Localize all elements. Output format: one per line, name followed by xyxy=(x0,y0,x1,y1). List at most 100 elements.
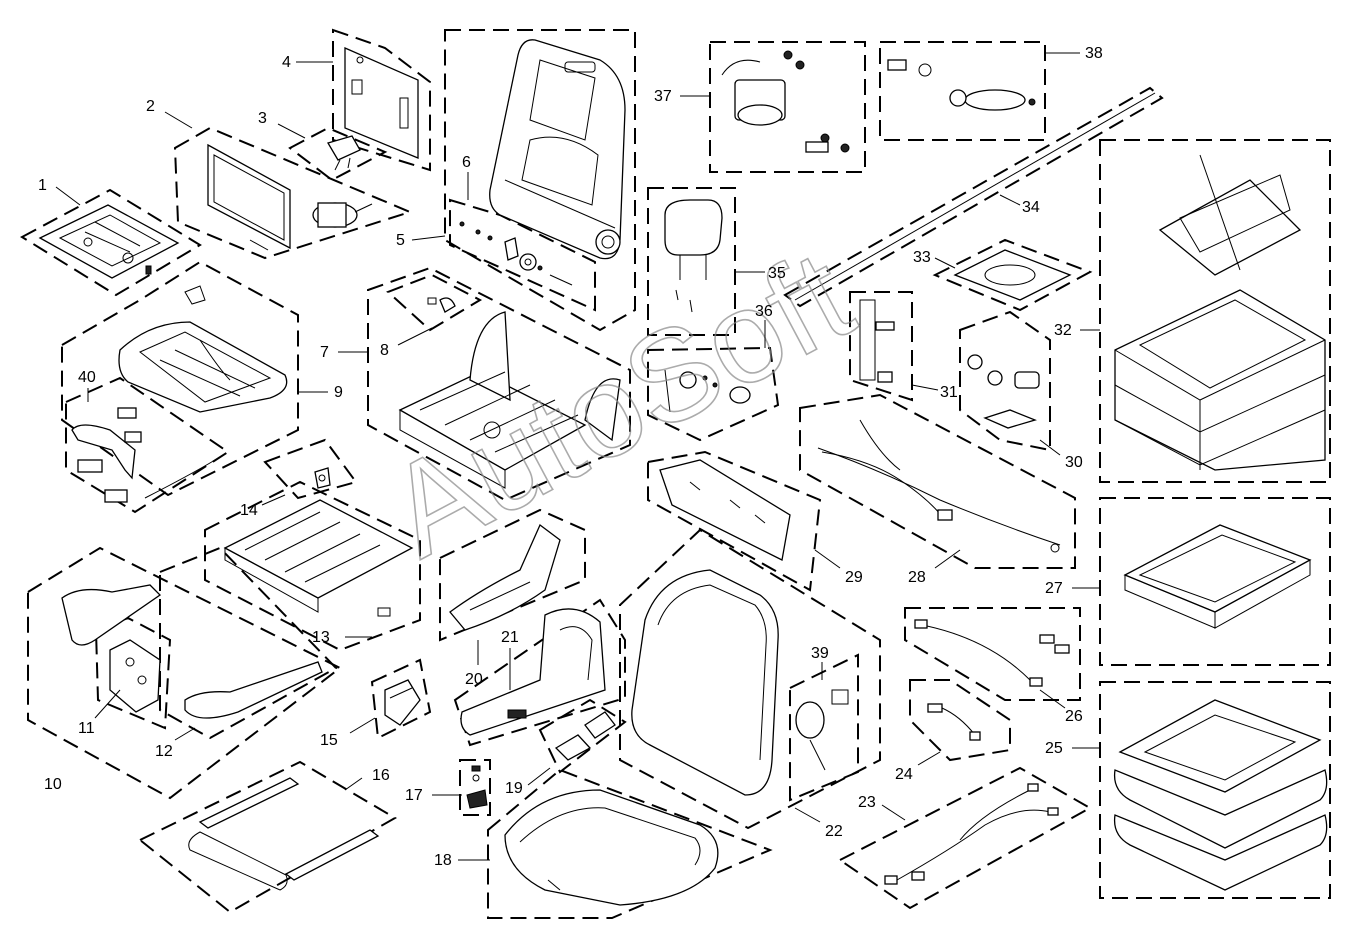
part-26-harness xyxy=(914,619,1070,687)
part-23-harness xyxy=(884,783,1059,885)
callout-19: 19 xyxy=(505,780,523,797)
group-box-34 xyxy=(783,86,1164,308)
group-box-10 xyxy=(27,546,342,800)
part-19-handle xyxy=(554,711,616,761)
group-box-13 xyxy=(204,480,421,652)
callout-9: 9 xyxy=(334,384,343,401)
group-box-14 xyxy=(263,438,358,500)
part-2-panel-motor xyxy=(207,143,373,251)
part-11-switch-panel xyxy=(109,639,161,713)
callout-34: 34 xyxy=(1022,199,1040,216)
callout-12: 12 xyxy=(155,743,173,760)
group-box-36 xyxy=(647,346,780,442)
callout-7: 7 xyxy=(320,344,329,361)
callout-20: 20 xyxy=(465,671,483,688)
part-27-base-frame xyxy=(1123,524,1312,629)
group-box-30 xyxy=(959,310,1051,452)
part-33-plate xyxy=(953,249,1072,301)
callout-28: 28 xyxy=(908,569,926,586)
callout-31: 31 xyxy=(940,384,958,401)
group-box-39 xyxy=(789,653,859,802)
part-5-backrest-frame xyxy=(489,39,626,260)
part-40-brackets xyxy=(71,407,216,503)
callout-18: 18 xyxy=(434,852,452,869)
callout-1: 1 xyxy=(38,177,47,194)
part-22-back-cushion xyxy=(631,569,779,796)
group-box-6 xyxy=(449,198,596,312)
callout-21: 21 xyxy=(501,629,519,646)
group-box-18 xyxy=(487,768,773,919)
callout-numbers: 1 2 3 4 5 6 7 8 9 10 11 12 13 14 15 16 1… xyxy=(38,45,1103,869)
part-36-lever xyxy=(664,369,751,413)
part-24-harness xyxy=(927,703,981,741)
part-28-harness xyxy=(817,419,1061,553)
callout-38: 38 xyxy=(1085,45,1103,62)
group-box-19 xyxy=(538,698,627,774)
part-37-compressor xyxy=(721,50,850,153)
part-10-12-trim xyxy=(61,584,323,719)
callout-27: 27 xyxy=(1045,580,1063,597)
leader-lines xyxy=(55,52,1100,861)
part-25-bellows xyxy=(1113,699,1328,891)
group-box-12 xyxy=(159,546,338,740)
callout-40: 40 xyxy=(78,369,96,386)
callout-36: 36 xyxy=(755,303,773,320)
part-3-switch xyxy=(327,135,361,171)
group-box-4 xyxy=(332,28,431,172)
group-box-31 xyxy=(849,291,913,402)
group-box-3 xyxy=(288,126,388,182)
callout-32: 32 xyxy=(1054,322,1072,339)
callout-29: 29 xyxy=(845,569,863,586)
callout-26: 26 xyxy=(1065,708,1083,725)
part-39-lumbar xyxy=(795,689,849,771)
part-7-seat-frame xyxy=(398,311,621,489)
part-1-base-plate xyxy=(38,204,180,279)
callout-11: 11 xyxy=(78,720,95,737)
callout-10: 10 xyxy=(44,776,62,793)
group-box-35 xyxy=(647,187,736,336)
group-box-28 xyxy=(799,393,1076,569)
part-6-hardware xyxy=(459,221,573,286)
group-box-1 xyxy=(19,188,202,297)
group-box-2 xyxy=(173,126,413,260)
callout-5: 5 xyxy=(396,232,405,249)
group-box-23 xyxy=(838,766,1093,910)
group-box-32 xyxy=(1099,139,1331,483)
part-sketches xyxy=(38,39,1328,906)
callout-14: 14 xyxy=(240,502,258,519)
part-34-rod xyxy=(794,92,1156,301)
callout-13: 13 xyxy=(312,629,330,646)
callout-17: 17 xyxy=(405,787,423,804)
group-box-15 xyxy=(370,658,432,740)
group-box-25 xyxy=(1099,681,1331,899)
part-38-valve xyxy=(887,59,1036,111)
part-29-trim-panel xyxy=(659,459,791,561)
group-box-7 xyxy=(367,266,631,502)
group-box-37 xyxy=(709,41,866,173)
callout-25: 25 xyxy=(1045,740,1063,757)
group-box-40 xyxy=(65,376,230,514)
group-box-26 xyxy=(904,607,1081,701)
callout-6: 6 xyxy=(462,154,471,171)
part-31-sensor xyxy=(859,299,895,383)
callout-24: 24 xyxy=(895,766,913,783)
part-8-bracket xyxy=(427,297,456,313)
group-box-27 xyxy=(1099,497,1331,666)
callout-35: 35 xyxy=(768,265,786,282)
part-35-headrest xyxy=(664,199,723,313)
part-4-back-plate xyxy=(344,47,419,159)
part-17-latch xyxy=(466,765,488,809)
group-box-29 xyxy=(647,450,822,592)
part-14-clip xyxy=(314,467,331,489)
callout-39: 39 xyxy=(811,645,829,662)
group-box-17 xyxy=(459,759,491,816)
part-30-fittings xyxy=(967,354,1040,429)
callout-37: 37 xyxy=(654,88,672,105)
group-box-8 xyxy=(386,273,483,332)
part-20-bracket xyxy=(449,523,561,631)
part-15-module xyxy=(384,679,421,726)
part-32-suspension xyxy=(1114,154,1326,471)
part-21-armrest xyxy=(460,608,606,736)
callout-33: 33 xyxy=(913,249,931,266)
